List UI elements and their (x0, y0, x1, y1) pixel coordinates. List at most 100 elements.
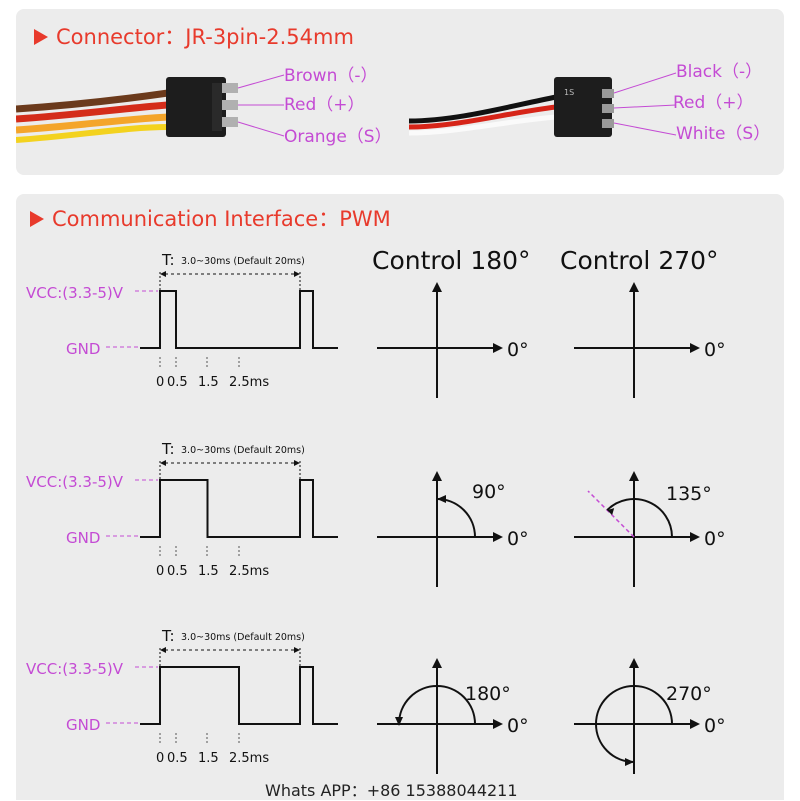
zero-degree-label: 0° (704, 528, 726, 550)
connector-header: Connector：JR-3pin-2.54mm (34, 21, 354, 51)
zero-degree-label: 0° (704, 339, 726, 361)
period-arrow-left (160, 647, 166, 653)
black-wire-label: Black（-） (676, 62, 762, 82)
tick-label: 0.5 (167, 375, 188, 390)
red-wire-label-left: Red（+） (284, 95, 365, 115)
pwm-waveform (140, 479, 338, 538)
arc-arrowhead (625, 758, 634, 766)
tick-label: 0 (156, 375, 164, 390)
angle-diagram-270: 0° 270° (574, 658, 726, 774)
pwm-waveform (140, 290, 338, 349)
col-heading-180: Control 180° (372, 246, 531, 275)
angle-diagram-180: 0° 90° (377, 471, 529, 587)
tick-label: 0 (156, 751, 164, 766)
zero-degree-label: 0° (704, 715, 726, 737)
communication-header: Communication Interface：PWM (30, 203, 391, 233)
angle-label: 270° (666, 683, 712, 705)
rotation-arc (606, 498, 673, 538)
period-prefix: T: (161, 251, 175, 269)
angle-diagram-270: 0° (574, 282, 726, 398)
up-arrow (629, 282, 639, 292)
up-arrow (629, 658, 639, 668)
yellow-wire-jacket (16, 124, 169, 143)
right-arrow (690, 343, 700, 353)
tick-label: 1.5 (198, 564, 219, 579)
angle-diagram-270: 0° 135° (574, 471, 726, 587)
period-text: 3.0~30ms (Default 20ms) (181, 256, 305, 267)
vcc-label: VCC:(3.3-5)V (26, 473, 124, 491)
connector-panel: Connector：JR-3pin-2.54mm Brown（-） Red（+）… (16, 9, 784, 175)
tick-label: 2.5ms (229, 564, 269, 579)
rotation-arc (436, 498, 476, 538)
arc-arrowhead (607, 508, 615, 516)
tick-label: 1.5 (198, 375, 219, 390)
right-arrow (493, 532, 503, 542)
brown-wire-label: Brown（-） (284, 66, 378, 86)
period-arrow-left (160, 271, 166, 277)
gnd-label: GND (66, 340, 100, 358)
play-triangle-icon (34, 29, 48, 45)
angle-diagram-180: 0° 180° (377, 658, 529, 774)
communication-title: Communication Interface：PWM (52, 207, 391, 231)
period-arrow-right (294, 271, 300, 277)
angle-diagram-180: 0° (377, 282, 529, 398)
tick-label: 1.5 (198, 751, 219, 766)
left-cable (16, 89, 169, 143)
up-arrow (432, 471, 442, 481)
period-prefix: T: (161, 627, 175, 645)
vcc-label: VCC:(3.3-5)V (26, 284, 124, 302)
angle-label: 180° (465, 683, 511, 705)
right-arrow (493, 343, 503, 353)
left-plug (166, 77, 238, 137)
tick-label: 0.5 (167, 751, 188, 766)
right-cable (408, 94, 557, 136)
angle-label: 90° (472, 481, 506, 503)
pwm-row-3: T: 3.0~30ms (Default 20ms) VCC:(3.3-5)V GND… (26, 627, 726, 774)
red-wire-label-right: Red（+） (673, 93, 754, 113)
zero-degree-label: 0° (507, 715, 529, 737)
pwm-row-1: T: 3.0~30ms (Default 20ms) VCC:(3.3-5)V GND… (26, 251, 726, 398)
period-prefix: T: (161, 440, 175, 458)
right-plug-mark: 1S (564, 88, 574, 97)
col-heading-270: Control 270° (560, 246, 719, 275)
tick-label: 0 (156, 564, 164, 579)
red-wire-right (408, 104, 557, 130)
arc-arrowhead (437, 495, 446, 503)
period-arrow-right (294, 460, 300, 466)
orange-wire (16, 113, 169, 134)
zero-degree-label: 0° (507, 528, 529, 550)
right-arrow (493, 719, 503, 729)
up-arrow (432, 282, 442, 292)
angle-label: 135° (666, 483, 712, 505)
orange-wire-label: Orange（S） (284, 127, 392, 147)
tick-label: 0.5 (167, 564, 188, 579)
period-arrow-left (160, 460, 166, 466)
zero-degree-label: 0° (507, 339, 529, 361)
pwm-row-2: T: 3.0~30ms (Default 20ms) VCC:(3.3-5)V GND… (26, 440, 726, 587)
gnd-label: GND (66, 529, 100, 547)
connector-illustration: Brown（-） Red（+） Orange（S） 1S Black（-） Re… (16, 62, 770, 147)
tick-label: 2.5ms (229, 751, 269, 766)
period-text: 3.0~30ms (Default 20ms) (181, 632, 305, 643)
footer-contact: Whats APP：+86 15388044211 (265, 781, 518, 800)
gnd-label: GND (66, 716, 100, 734)
red-wire (16, 101, 169, 123)
up-arrow (629, 471, 639, 481)
up-arrow (432, 658, 442, 668)
tick-label: 2.5ms (229, 375, 269, 390)
communication-panel: Communication Interface：PWM (16, 194, 784, 800)
white-wire (408, 114, 557, 136)
right-arrow (690, 719, 700, 729)
pwm-waveform (140, 666, 338, 725)
right-arrow (690, 532, 700, 542)
white-wire-label: White（S） (676, 124, 770, 144)
direction-135-line (587, 490, 635, 538)
vcc-label: VCC:(3.3-5)V (26, 660, 124, 678)
period-text: 3.0~30ms (Default 20ms) (181, 445, 305, 456)
black-wire (408, 94, 557, 124)
right-plug: 1S (554, 77, 614, 137)
period-arrow-right (294, 647, 300, 653)
play-triangle-icon (30, 211, 44, 227)
connector-title: Connector：JR-3pin-2.54mm (56, 25, 354, 49)
